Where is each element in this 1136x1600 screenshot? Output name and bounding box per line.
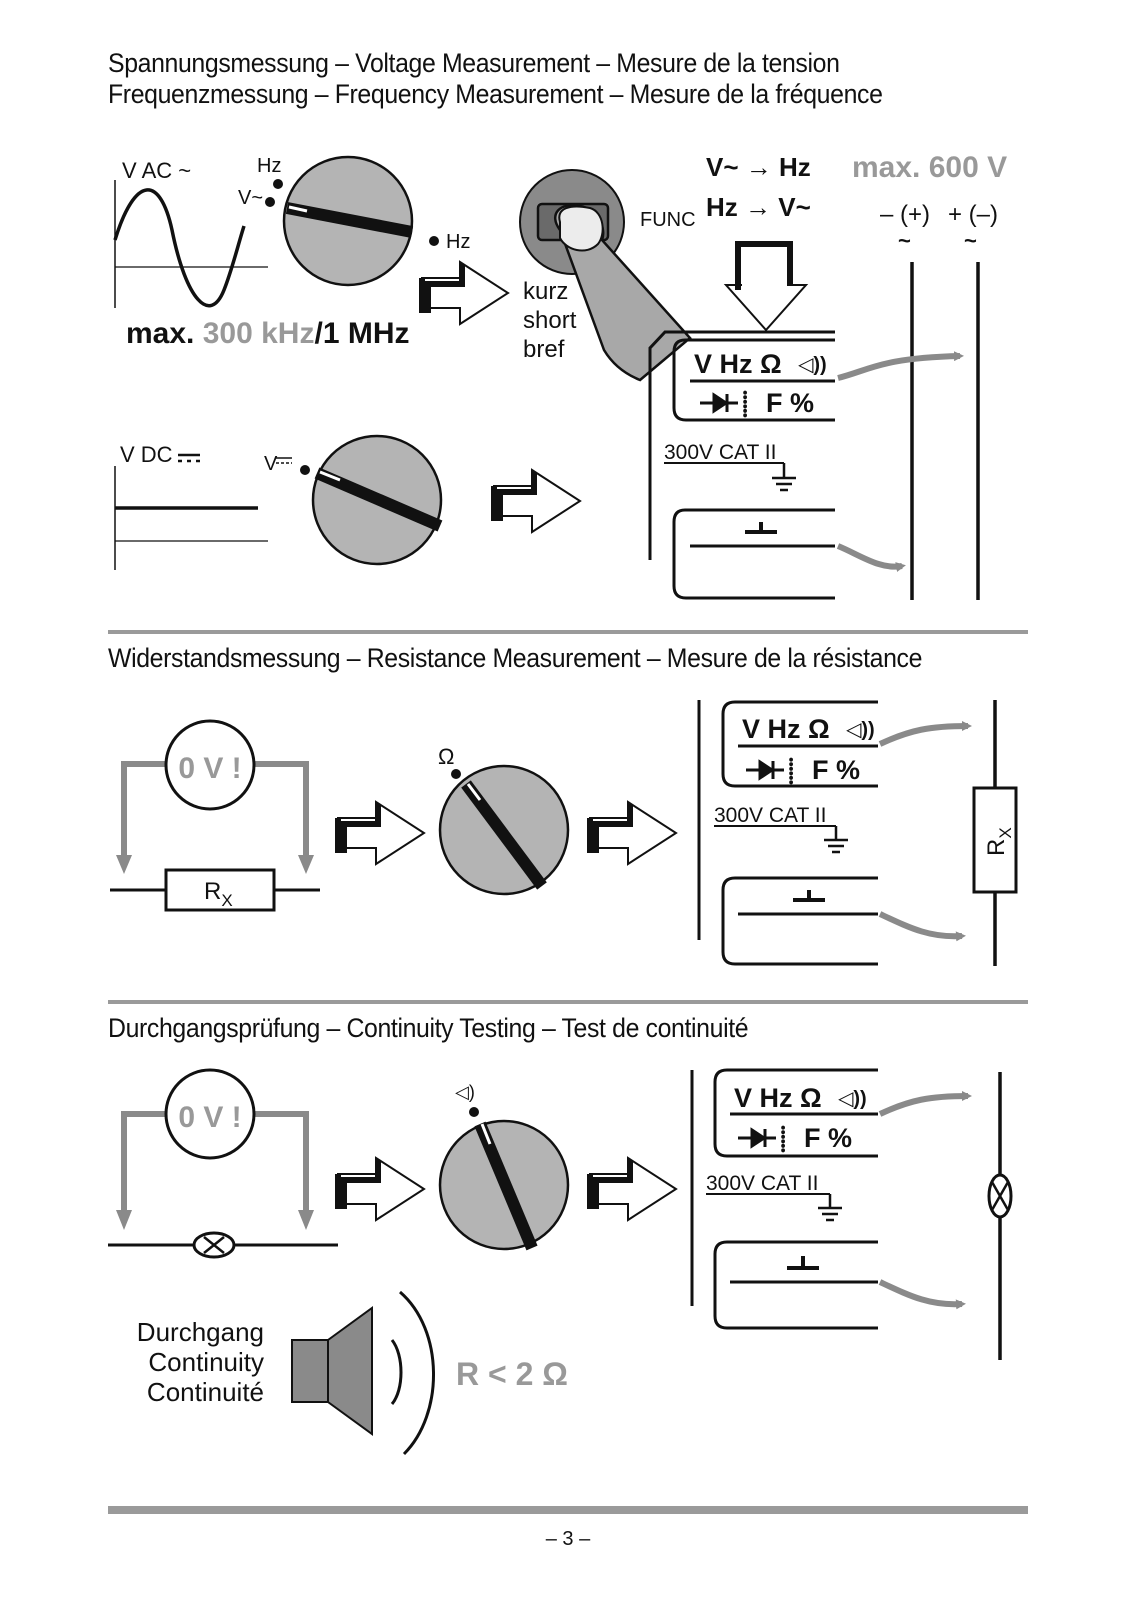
speaker-icon — [291, 1290, 435, 1456]
press-kurz-label: kurz — [523, 278, 568, 305]
max-voltage-label: max. 600 V — [852, 151, 1007, 184]
voltage-frequency-diagram: V AC ~ Hz V~ Hz max. 300 kHz/1 MHz kurz … — [113, 151, 1007, 600]
func-button-press — [519, 169, 692, 382]
section-divider-1 — [108, 630, 1028, 634]
svg-text:⸽: ⸽ — [780, 1125, 786, 1153]
page-number: – 3 – — [545, 1528, 591, 1550]
dial-hz-top-label: Hz — [257, 155, 281, 177]
func-label: FUNC — [640, 209, 696, 231]
probe-right-tilde: ~ — [964, 228, 977, 253]
continuity-label-en: Continuity — [148, 1347, 264, 1377]
svg-text:◁)): ◁)) — [845, 719, 875, 741]
meter-line2: F % — [804, 1123, 852, 1153]
section-resistance-title: Widerstandsmessung – Resistance Measurem… — [108, 643, 923, 673]
resistance-circuit: 0 V ! RX — [110, 719, 320, 912]
rotary-dial-ac: Hz V~ Hz — [238, 155, 470, 287]
resistor-vertical: RX — [972, 700, 1018, 966]
rotary-dial-dc: V — [264, 434, 443, 566]
vdc-label: V DC — [120, 442, 173, 467]
section-voltage-title-line1: Spannungsmessung – Voltage Measurement –… — [108, 48, 840, 78]
footer-rule — [108, 1506, 1028, 1514]
step-arrow-5 — [335, 1156, 426, 1222]
meter-panel-1: V Hz Ω ◁)) ⸽ F % 300V CAT II — [648, 330, 835, 600]
step-arrow-2 — [491, 468, 582, 534]
svg-text:⸽: ⸽ — [788, 757, 794, 785]
meter-line1: V Hz Ω — [742, 714, 830, 744]
zero-volts-warning: 0 V ! — [178, 752, 241, 785]
meter-cat-label: 300V CAT II — [706, 1172, 818, 1195]
max-frequency-label: max. 300 kHz/1 MHz — [126, 317, 410, 350]
press-short-label: short — [523, 307, 577, 334]
func-v-to-hz: V~ → Hz — [706, 152, 811, 182]
dc-waveform-graph — [114, 466, 268, 570]
meter-line2: F % — [766, 388, 814, 418]
resistor-vertical-label: RX — [983, 827, 1015, 856]
step-arrow-3 — [335, 800, 426, 866]
meter-cat-label: 300V CAT II — [664, 441, 776, 464]
lamp-vertical — [987, 1072, 1013, 1360]
resistance-diagram: 0 V ! RX Ω V Hz Ω ◁)) ⸽ F % 300V CAT II — [110, 700, 1018, 966]
dial-vac-label: V~ — [238, 187, 263, 209]
press-bref-label: bref — [523, 336, 565, 363]
dial-speaker-icon: ◁) — [455, 1082, 475, 1102]
step-arrow-1 — [419, 260, 510, 326]
step-arrow-6 — [587, 1156, 678, 1222]
continuity-label-de: Durchgang — [137, 1317, 264, 1347]
probe-left-tilde: ~ — [898, 228, 911, 253]
meter-panel-3: V Hz Ω ◁)) ⸽ F % 300V CAT II — [690, 1068, 878, 1330]
section-continuity-title: Durchgangsprüfung – Continuity Testing –… — [108, 1013, 749, 1043]
dial-ohm-label: Ω — [438, 744, 454, 769]
meter-line1: V Hz Ω — [694, 349, 782, 379]
rotary-dial-ohm: Ω — [438, 744, 570, 896]
section-voltage-title-line2: Frequenzmessung – Frequency Measurement … — [108, 79, 883, 109]
down-arrow — [723, 241, 809, 332]
rotary-dial-continuity: ◁) — [438, 1082, 570, 1251]
probe-right-label: + (–) — [948, 201, 998, 228]
resistor-label: RX — [204, 878, 233, 910]
svg-text:◁)): ◁)) — [837, 1088, 867, 1110]
svg-text:⸽: ⸽ — [742, 390, 748, 418]
meter-line1: V Hz Ω — [734, 1083, 822, 1113]
meter-line2: F % — [812, 755, 860, 785]
vac-label: V AC ~ — [122, 158, 191, 183]
svg-text:◁)): ◁)) — [797, 354, 827, 376]
step-arrow-4 — [587, 800, 678, 866]
continuity-circuit: 0 V ! — [108, 1068, 338, 1259]
ac-waveform-graph — [113, 180, 268, 308]
zero-volts-warning: 0 V ! — [178, 1101, 241, 1134]
dial-hz-right-label: Hz — [446, 231, 470, 253]
continuity-label-fr: Continuité — [147, 1377, 264, 1407]
continuity-threshold: R < 2 Ω — [456, 1356, 568, 1392]
section-divider-2 — [108, 1000, 1028, 1004]
meter-panel-2: V Hz Ω ◁)) ⸽ F % 300V CAT II — [697, 700, 878, 966]
continuity-diagram: 0 V ! ◁) V Hz Ω ◁)) ⸽ F % 300V CAT II — [108, 1068, 1013, 1456]
dial-vdc-label: V — [264, 453, 278, 475]
probe-left-label: – (+) — [880, 201, 930, 228]
func-hz-to-v: Hz → V~ — [706, 192, 811, 222]
meter-cat-label: 300V CAT II — [714, 804, 826, 827]
